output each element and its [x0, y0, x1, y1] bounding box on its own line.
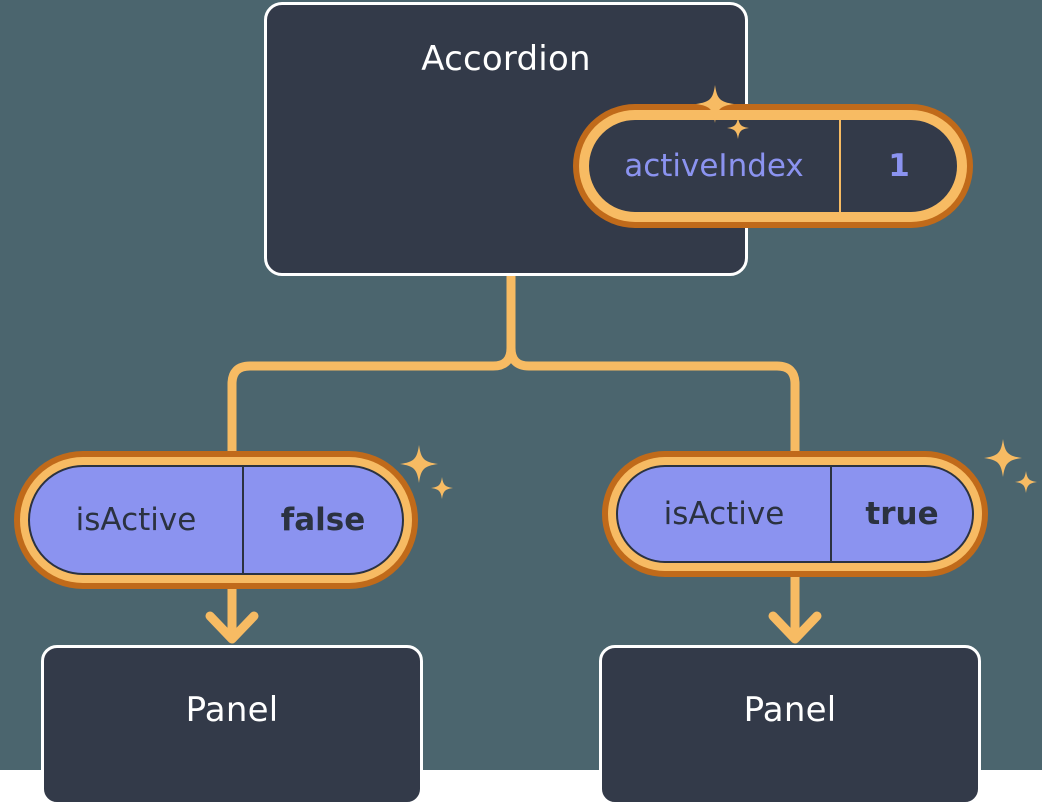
state-pill-key: activeIndex — [624, 148, 804, 184]
sparkle-icon-small — [1015, 471, 1037, 493]
state-pill-active-index[interactable]: activeIndex 1 — [573, 104, 973, 228]
state-pill-value: true — [830, 467, 972, 561]
wire-branch-left — [227, 343, 516, 457]
arrow-down-icon-right — [768, 611, 822, 644]
component-card-accordion[interactable]: Accordion activeIndex 1 — [264, 2, 973, 276]
sparkle-icon-large — [696, 85, 734, 123]
component-card-panel-right[interactable]: Panel — [599, 645, 981, 805]
state-pill-highlight-ring: isActive false — [20, 457, 412, 583]
component-card-panel-left[interactable]: Panel — [41, 645, 423, 805]
state-pill-value: false — [242, 467, 402, 573]
state-pill-body: activeIndex 1 — [587, 118, 959, 214]
panel-title: Panel — [743, 690, 837, 730]
state-pill-key: isActive — [663, 496, 785, 532]
sparkle-icon-small — [431, 477, 453, 499]
state-pill-key: isActive — [75, 502, 197, 538]
sparkle-icon-small — [727, 117, 749, 139]
sparkle-icon-large — [984, 439, 1022, 477]
state-pill-value: 1 — [839, 120, 957, 212]
state-pill-is-active-right[interactable]: isActive true — [602, 451, 988, 577]
state-pill-highlight-ring: activeIndex 1 — [579, 110, 967, 222]
accordion-title: Accordion — [421, 39, 591, 79]
panel-title: Panel — [185, 690, 279, 730]
wire-branch-right — [506, 343, 800, 457]
state-pill-body: isActive true — [616, 465, 974, 563]
arrow-down-icon-left — [205, 611, 259, 644]
state-pill-highlight-ring: isActive true — [608, 457, 982, 571]
sparkle-icon-large — [400, 445, 438, 483]
state-pill-is-active-left[interactable]: isActive false — [14, 451, 418, 589]
state-pill-body: isActive false — [28, 465, 404, 575]
